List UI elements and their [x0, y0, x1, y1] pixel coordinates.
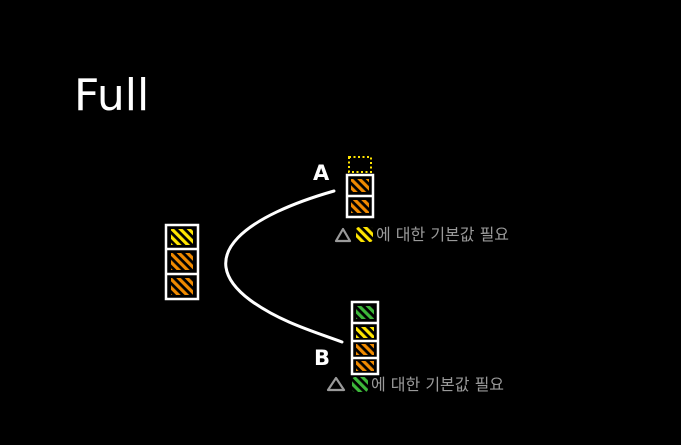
branch-a-slot-orange-1 [351, 179, 369, 192]
branch-b-slot-orange-1 [356, 344, 374, 355]
branch-a-note-text: 에 대한 기본값 필요 [376, 225, 509, 244]
source-slot-yellow [171, 229, 193, 245]
branch-a-note: 에 대한 기본값 필요 [334, 225, 509, 244]
yellow-swatch-icon [356, 227, 373, 242]
branch-a-slot-orange-2 [351, 200, 369, 213]
branch-b: B [314, 300, 380, 376]
branch-b-slot-green [356, 306, 374, 319]
diagram-title: Full [74, 70, 149, 121]
branch-curve [224, 189, 344, 344]
branch-b-note-text: 에 대한 기본값 필요 [371, 375, 504, 394]
branch-b-slot-orange-2 [356, 361, 374, 371]
branch-a-label: A [313, 161, 330, 185]
warning-triangle-icon [326, 376, 346, 392]
source-stack [164, 223, 200, 301]
green-swatch-icon [352, 377, 368, 392]
branch-a-missing-slot [348, 156, 372, 173]
source-slot-orange-1 [171, 253, 193, 270]
branch-a: A [313, 156, 375, 219]
source-slot-orange-2 [171, 278, 193, 295]
branch-b-label: B [314, 346, 330, 370]
branch-b-slot-yellow [356, 327, 374, 338]
branch-b-note: 에 대한 기본값 필요 [326, 375, 504, 394]
warning-triangle-icon [334, 227, 352, 243]
